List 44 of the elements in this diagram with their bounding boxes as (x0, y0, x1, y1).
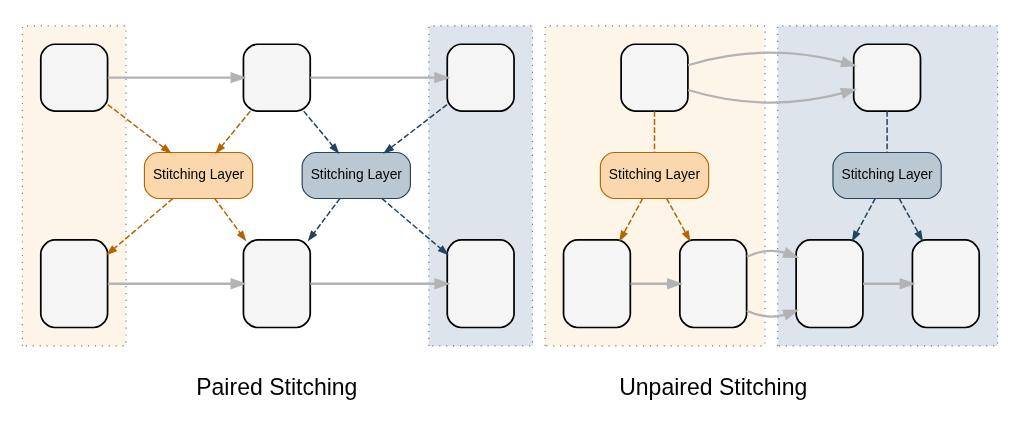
arrow (307, 197, 341, 241)
arrow (851, 197, 876, 242)
arrow (303, 109, 340, 154)
label: Unpaired Stitching (619, 373, 808, 400)
cluster (428, 24, 534, 346)
node-box: Stitching Layer (599, 151, 710, 199)
arrow (310, 71, 451, 83)
arrow (107, 103, 172, 154)
arrow (310, 277, 451, 289)
arrow (106, 197, 174, 255)
arrow (746, 246, 800, 320)
node-box: Stitching Layer (143, 151, 254, 199)
node-box (795, 238, 864, 328)
node-box (562, 238, 632, 328)
connector (886, 109, 888, 153)
node-box: Stitching Layer (301, 151, 411, 199)
arrow (383, 103, 448, 154)
node-box (852, 42, 922, 112)
arrow (107, 277, 247, 289)
node-box (39, 42, 109, 112)
arrow (381, 197, 449, 255)
cluster (544, 24, 766, 346)
arrow (214, 197, 247, 241)
arrow (630, 277, 684, 289)
node-box (446, 42, 515, 112)
arrow (215, 109, 252, 154)
node-box (911, 238, 981, 328)
node-box (678, 238, 748, 328)
arrow (687, 51, 857, 104)
node-box (39, 238, 109, 328)
node-box (242, 42, 312, 112)
connector (653, 109, 656, 153)
arrow (619, 197, 644, 242)
arrow (863, 277, 916, 289)
node-box (620, 42, 689, 112)
node-box (242, 238, 312, 328)
arrow (107, 71, 247, 83)
label: Paired Stitching (196, 373, 358, 400)
cluster (777, 24, 999, 346)
arrow (665, 197, 691, 242)
node-box: Stitching Layer (832, 151, 942, 199)
cluster (21, 24, 127, 346)
arrow (898, 197, 924, 242)
node-box (446, 238, 515, 328)
